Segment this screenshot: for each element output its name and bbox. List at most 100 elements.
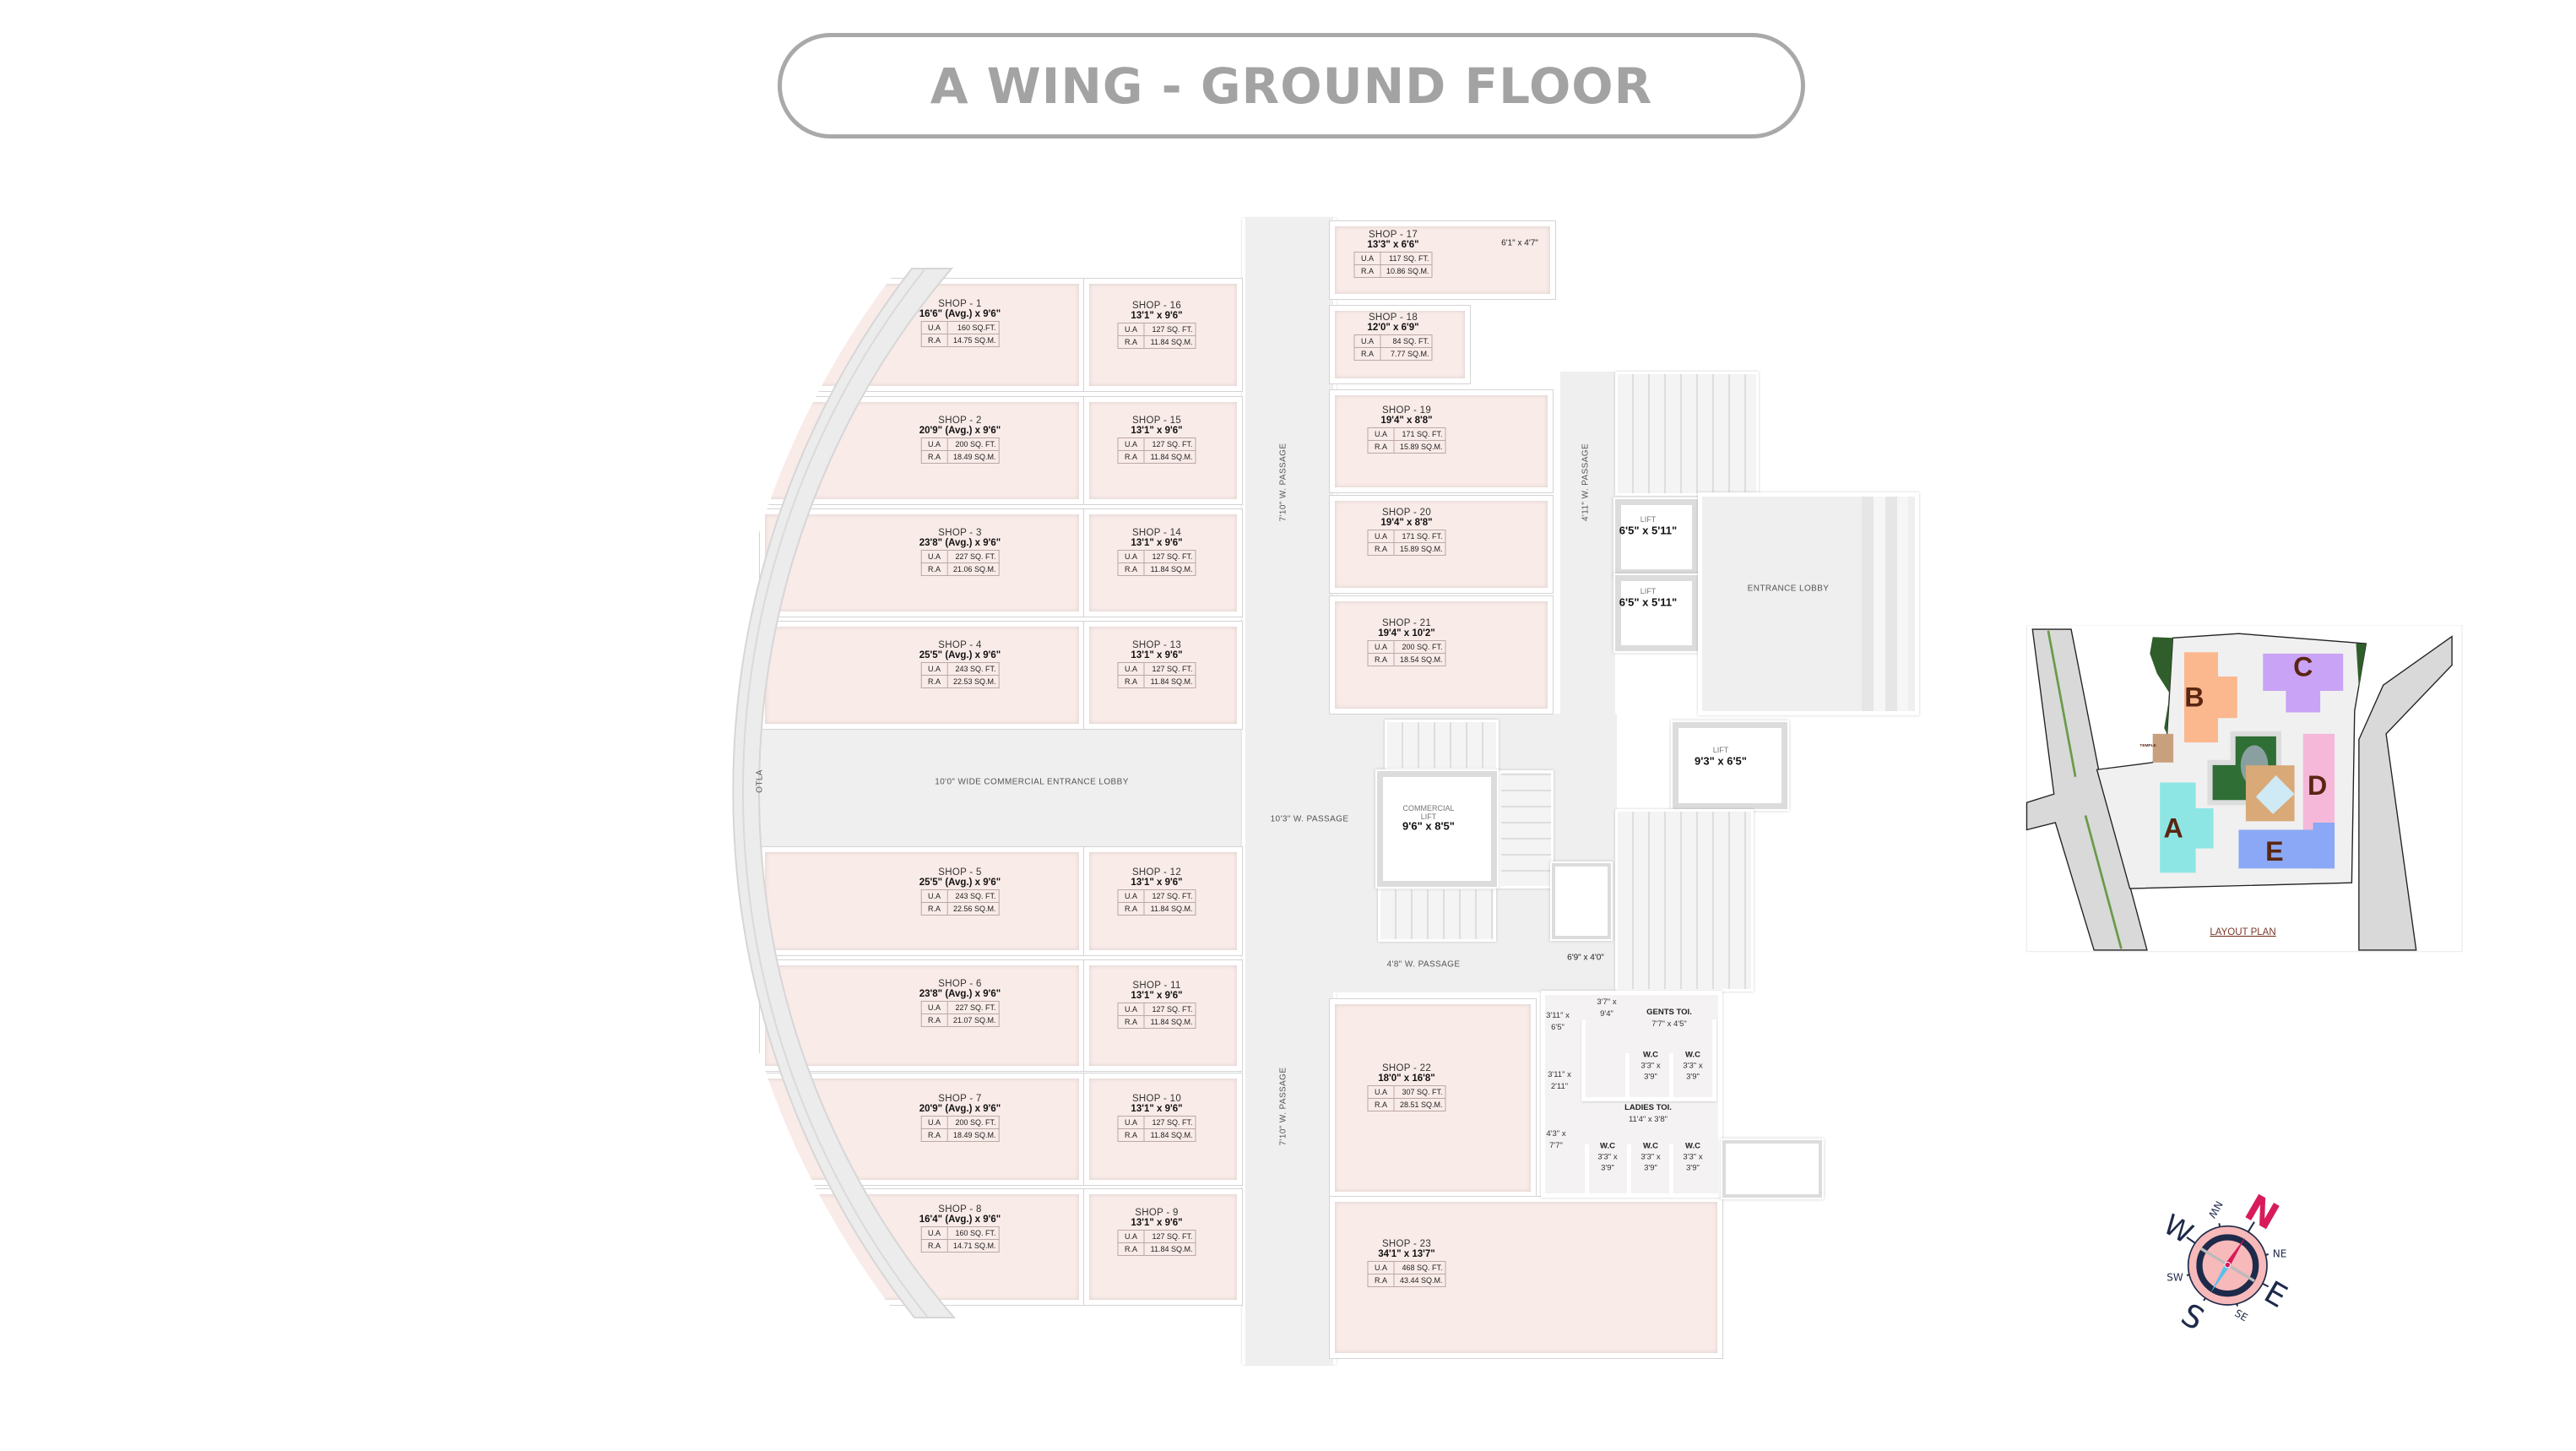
ra-label: R.A (920, 1014, 948, 1027)
staircase-residential-bottom (1615, 809, 1754, 992)
ua-value: 243 SQ. FT. (946, 662, 1000, 676)
shop-dimensions: 25'5" (Avg.) x 9'6" (919, 878, 1001, 888)
layout-plan-title: LAYOUT PLAN (2210, 927, 2275, 937)
otla-label: OTLA (755, 769, 765, 793)
wing-d-letter: D (2308, 770, 2327, 801)
shop-dimensions: 16'6" (Avg.) x 9'6" (919, 309, 1001, 319)
shop-name: SHOP - 6 (938, 979, 982, 989)
shop-dimensions: 13'1" x 9'6" (1131, 650, 1183, 660)
ra-value: 11.84 SQ.M. (1143, 902, 1196, 916)
ra-value: 14.71 SQ.M. (946, 1239, 1000, 1253)
staircase-commercial-top (1385, 720, 1499, 770)
shop-name: SHOP - 10 (1131, 1094, 1182, 1104)
ua-value: 200 SQ. FT. (946, 437, 1000, 451)
shop-name: SHOP - 2 (938, 416, 982, 426)
ua-value: 127 SQ. FT. (1143, 1230, 1196, 1243)
gents-toilet-wall (1581, 1019, 1716, 1101)
road-left (2026, 628, 2148, 951)
ua-label: U.A (1367, 1261, 1395, 1274)
ra-label: R.A (1367, 1098, 1395, 1111)
duct-6-9 (1552, 863, 1611, 939)
shop-9[interactable] (1084, 1189, 1242, 1305)
green-area (2150, 637, 2173, 734)
shop-dimensions: 13'1" x 9'6" (1131, 1218, 1183, 1228)
ua-label: U.A (1367, 1085, 1395, 1099)
ra-label: R.A (1353, 264, 1381, 278)
shop-dimensions: 13'1" x 9'6" (1131, 991, 1183, 1001)
shop-name: SHOP - 8 (938, 1204, 982, 1215)
shop-dimensions: 19'4" x 10'2" (1378, 628, 1435, 639)
lift-2 (1615, 575, 1698, 651)
staircase-commercial-bottom (1378, 887, 1496, 942)
shop-5[interactable] (760, 847, 1084, 955)
ra-label: R.A (1367, 542, 1395, 556)
compass-north-needle (2225, 1237, 2246, 1267)
ra-value: 43.44 SQ.M. (1393, 1274, 1446, 1287)
shop-dimensions: 23'8" (Avg.) x 9'6" (919, 989, 1001, 999)
entrance-lobby (1698, 492, 1919, 715)
ra-label: R.A (1367, 440, 1395, 454)
ra-value: 11.84 SQ.M. (1143, 562, 1196, 576)
ua-label: U.A (920, 437, 948, 451)
passage-10-3-label: 10'3" W. PASSAGE (1270, 814, 1349, 824)
shop-dimensions: 20'9" (Avg.) x 9'6" (919, 1104, 1001, 1114)
ra-label: R.A (1117, 335, 1145, 349)
ra-value: 11.84 SQ.M. (1143, 450, 1196, 464)
shop-dimensions: 13'1" x 9'6" (1131, 1104, 1183, 1114)
ua-value: 227 SQ. FT. (946, 550, 1000, 563)
staircase-commercial-right (1499, 770, 1554, 889)
wc-partition (1627, 1144, 1631, 1195)
shop-dimensions: 13'1" x 9'6" (1131, 311, 1183, 321)
ua-label: U.A (1367, 640, 1395, 654)
shop-name: SHOP - 16 (1131, 301, 1182, 311)
shop-dimensions: 25'5" (Avg.) x 9'6" (919, 650, 1001, 660)
shop-dimensions: 19'4" x 8'8" (1380, 518, 1433, 528)
commercial-entrance-lobby (760, 729, 1250, 847)
ra-value: 21.07 SQ.M. (946, 1014, 1000, 1027)
ua-label: U.A (920, 889, 948, 903)
commercial-lift (1377, 771, 1497, 887)
lift-3 (1673, 722, 1787, 809)
compass-w: W (2161, 1208, 2199, 1250)
wc-partition (1669, 1053, 1673, 1097)
wing-d (2302, 733, 2335, 832)
ua-value: 127 SQ. FT. (1143, 662, 1196, 676)
commercial-lift-label: COMMERCIAL LIFT (1402, 804, 1454, 821)
shop-name: SHOP - 19 (1381, 405, 1432, 416)
ra-value: 15.89 SQ.M. (1393, 440, 1446, 454)
shop-name: SHOP - 5 (938, 867, 982, 878)
entrance-steps (1862, 497, 1908, 711)
shop-13[interactable] (1084, 622, 1242, 729)
wc-partition (1669, 1144, 1673, 1195)
wc-partition (1625, 1053, 1630, 1097)
ua-value: 127 SQ. FT. (1143, 437, 1196, 451)
ua-value: 117 SQ. FT. (1380, 252, 1433, 265)
